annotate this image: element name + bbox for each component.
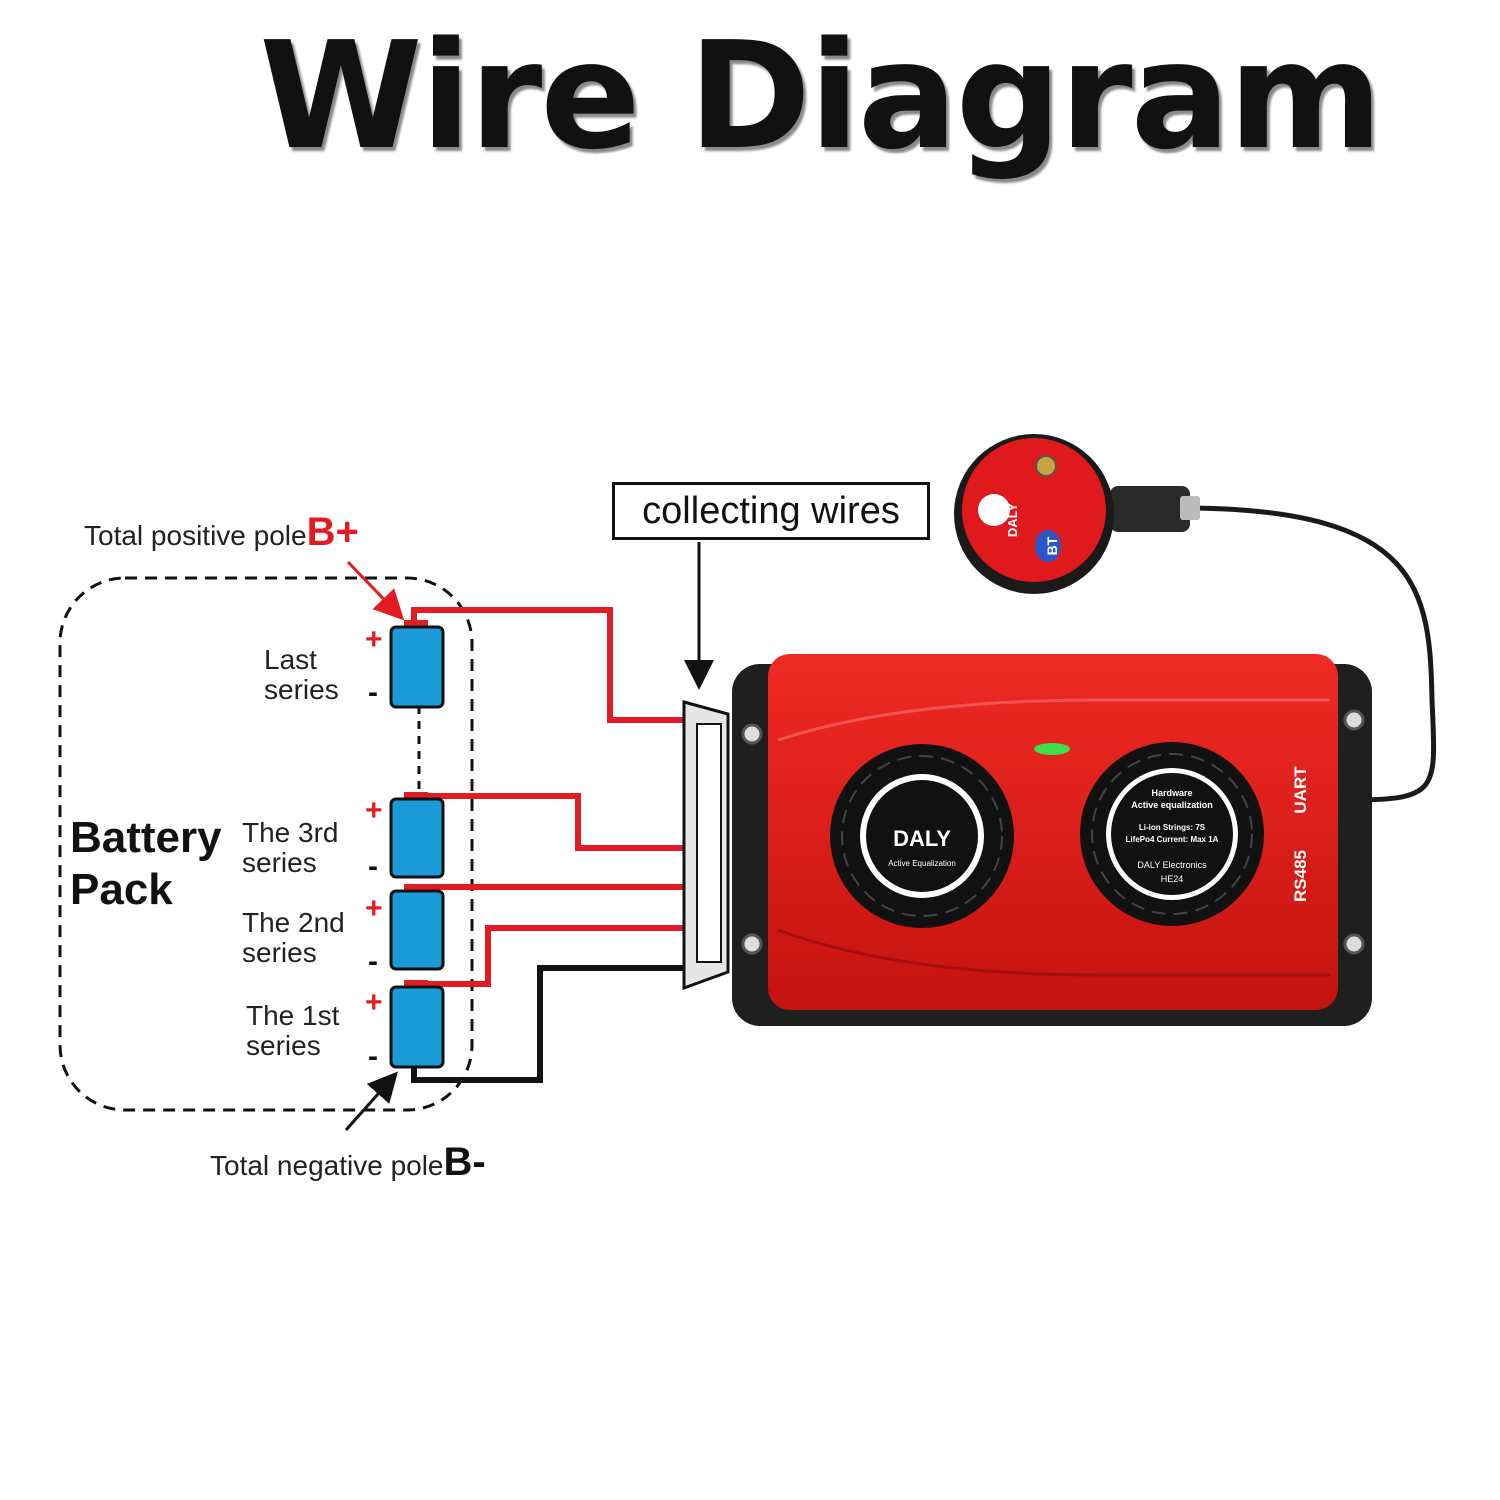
- fan-left-sub: Active Equalization: [888, 859, 956, 868]
- cell-last-minus: -: [368, 676, 378, 709]
- diagram-title: Wire Diagram: [259, 10, 1382, 182]
- total-negative-text: Total negative pole: [210, 1150, 444, 1181]
- cell-1st-line1: The 1st: [246, 1000, 340, 1031]
- cell-last-line1: Last: [264, 644, 317, 675]
- cell-3rd-label: The 3rd series: [242, 818, 339, 878]
- cell-last-label: Last series: [264, 645, 339, 705]
- fan-left-brand: DALY: [893, 826, 951, 851]
- b-minus-mark: B-: [443, 1140, 486, 1184]
- fan-left: [830, 744, 1014, 928]
- cell-1st-line2: series: [246, 1030, 321, 1061]
- wire-3rd: [414, 793, 684, 851]
- cell-3rd: [389, 792, 445, 879]
- fan-right: [1080, 742, 1264, 926]
- cell-3rd-minus: -: [368, 850, 378, 883]
- cell-last: [389, 620, 445, 709]
- cell-2nd-plus: +: [365, 892, 383, 925]
- fan-right-maker: DALY Electronics: [1137, 860, 1207, 870]
- bt-cable: [1189, 505, 1437, 803]
- fan-right-line1: Hardware: [1151, 788, 1192, 798]
- bms-board: [732, 654, 1372, 1026]
- cell-2nd-line2: series: [242, 937, 317, 968]
- red-sense-wires: [411, 607, 684, 987]
- battery-cells: [389, 620, 445, 1069]
- status-led: [1034, 743, 1070, 755]
- collecting-wires-callout: collecting wires: [612, 482, 930, 540]
- wire-b-plus: [411, 607, 684, 723]
- cell-1st: [389, 980, 445, 1069]
- cell-2nd-label: The 2nd series: [242, 908, 345, 968]
- cell-3rd-line1: The 3rd: [242, 817, 339, 848]
- cell-1st-label: The 1st series: [246, 1001, 339, 1061]
- battery-pack-line2: Pack: [70, 865, 173, 914]
- b-plus-arrow: [346, 560, 405, 621]
- wire-connector: [682, 700, 730, 991]
- battery-pack-boundary: [58, 576, 474, 1112]
- cell-last-plus: +: [365, 623, 383, 656]
- fan-right-spec2: LifePo4 Current: Max 1A: [1126, 835, 1219, 844]
- b-minus-arrow: [344, 1071, 398, 1131]
- bt-module-brand: DALY: [1005, 503, 1020, 538]
- port-rs485: RS485: [1291, 850, 1310, 902]
- wire-b-minus: [411, 965, 684, 1083]
- fan-right-spec1: Li-ion Strings: 7S: [1139, 823, 1206, 832]
- total-negative-label: Total negative poleB-: [210, 1140, 486, 1185]
- battery-pack-line1: Battery: [70, 813, 222, 862]
- cell-2nd-minus: -: [368, 945, 378, 978]
- fan-right-model: HE24: [1161, 874, 1184, 884]
- cell-1st-minus: -: [368, 1040, 378, 1073]
- fan-right-line2: Active equalization: [1131, 800, 1213, 810]
- bt-badge: BT: [1044, 536, 1060, 555]
- wire-1st: [414, 925, 684, 987]
- total-positive-label: Total positive poleB+: [84, 510, 359, 555]
- cell-3rd-line2: series: [242, 847, 317, 878]
- cell-2nd: [389, 884, 445, 971]
- cell-3rd-plus: +: [365, 794, 383, 827]
- b-plus-mark: B+: [306, 510, 359, 554]
- cell-1st-plus: +: [365, 986, 383, 1019]
- bt-module: [954, 434, 1200, 594]
- battery-pack-label: Battery Pack: [70, 812, 222, 916]
- total-positive-text: Total positive pole: [84, 520, 307, 551]
- cell-last-line2: series: [264, 674, 339, 705]
- port-uart: UART: [1291, 766, 1310, 814]
- cell-2nd-line1: The 2nd: [242, 907, 345, 938]
